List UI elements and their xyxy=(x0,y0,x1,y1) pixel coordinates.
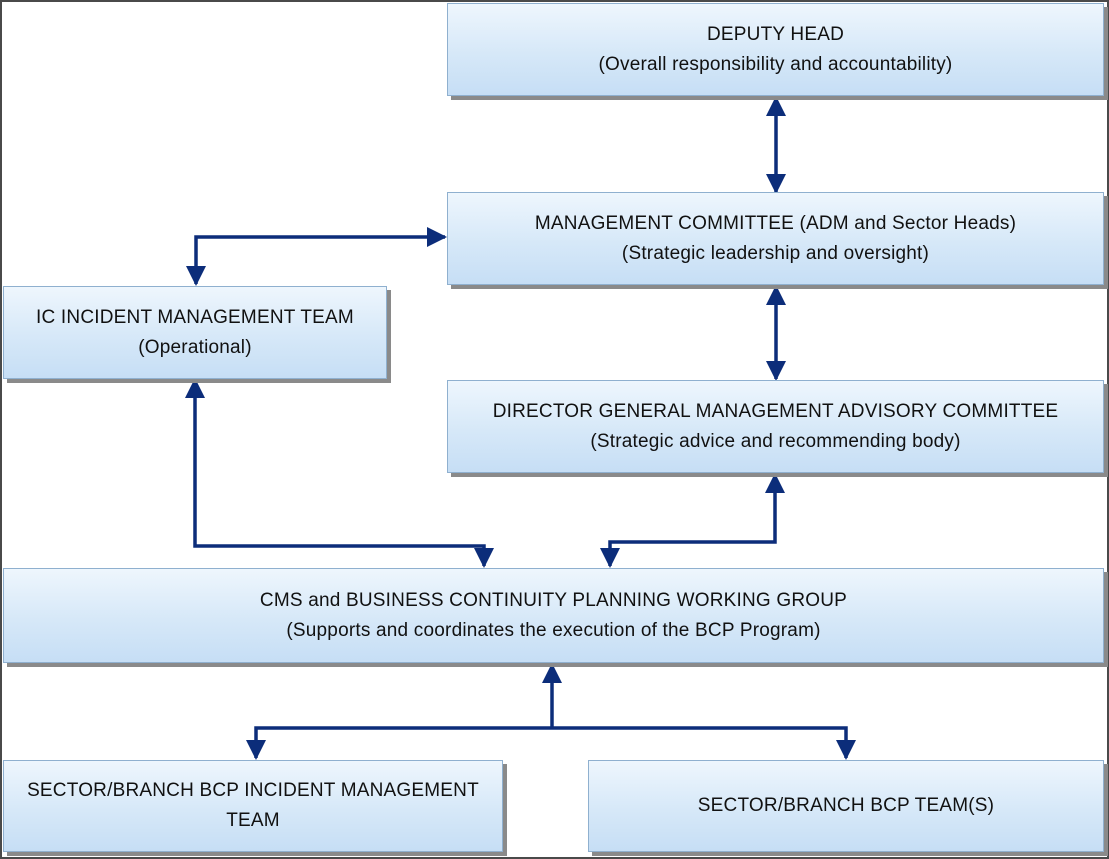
dg-advisory-committee-title: DIRECTOR GENERAL MANAGEMENT ADVISORY COM… xyxy=(492,400,1059,422)
management-committee-box: MANAGEMENT COMMITTEE (ADM and Sector Hea… xyxy=(447,192,1104,285)
ic-incident-team-subtitle: (Operational) xyxy=(138,336,252,358)
sector-bcp-teams-box: SECTOR/BRANCH BCP TEAM(S) xyxy=(588,760,1104,852)
sector-incident-team-box: SECTOR/BRANCH BCP INCIDENT MANAGEMENT TE… xyxy=(3,760,503,852)
cms-bcp-working-group-title: CMS and BUSINESS CONTINUITY PLANNING WOR… xyxy=(259,589,848,611)
deputy-head-box: DEPUTY HEAD (Overall responsibility and … xyxy=(447,3,1104,96)
dg-advisory-committee-subtitle: (Strategic advice and recommending body) xyxy=(590,430,961,452)
connector-management-to-ic-team xyxy=(186,227,447,286)
deputy-head-title: DEPUTY HEAD xyxy=(707,23,844,45)
management-committee-subtitle: (Strategic leadership and oversight) xyxy=(621,242,930,264)
connector-branch-split xyxy=(246,726,856,760)
sector-incident-team-subtitle: TEAM xyxy=(226,810,280,831)
connector-ic-team-to-working-group xyxy=(185,378,494,568)
cms-bcp-working-group-box: CMS and BUSINESS CONTINUITY PLANNING WOR… xyxy=(3,568,1104,663)
connector-dg-committee-to-working-group xyxy=(600,473,785,568)
sector-incident-team-title: SECTOR/BRANCH BCP INCIDENT MANAGEMENT xyxy=(27,780,479,801)
management-committee-title: MANAGEMENT COMMITTEE (ADM and Sector Hea… xyxy=(534,212,1017,234)
cms-bcp-working-group-subtitle: (Supports and coordinates the execution … xyxy=(286,619,821,641)
ic-incident-team-title: IC INCIDENT MANAGEMENT TEAM xyxy=(36,306,354,328)
dg-advisory-committee-box: DIRECTOR GENERAL MANAGEMENT ADVISORY COM… xyxy=(447,380,1104,473)
deputy-head-subtitle: (Overall responsibility and accountabili… xyxy=(598,53,953,75)
sector-bcp-teams-title: SECTOR/BRANCH BCP TEAM(S) xyxy=(697,795,995,816)
ic-incident-team-box: IC INCIDENT MANAGEMENT TEAM (Operational… xyxy=(3,286,387,379)
